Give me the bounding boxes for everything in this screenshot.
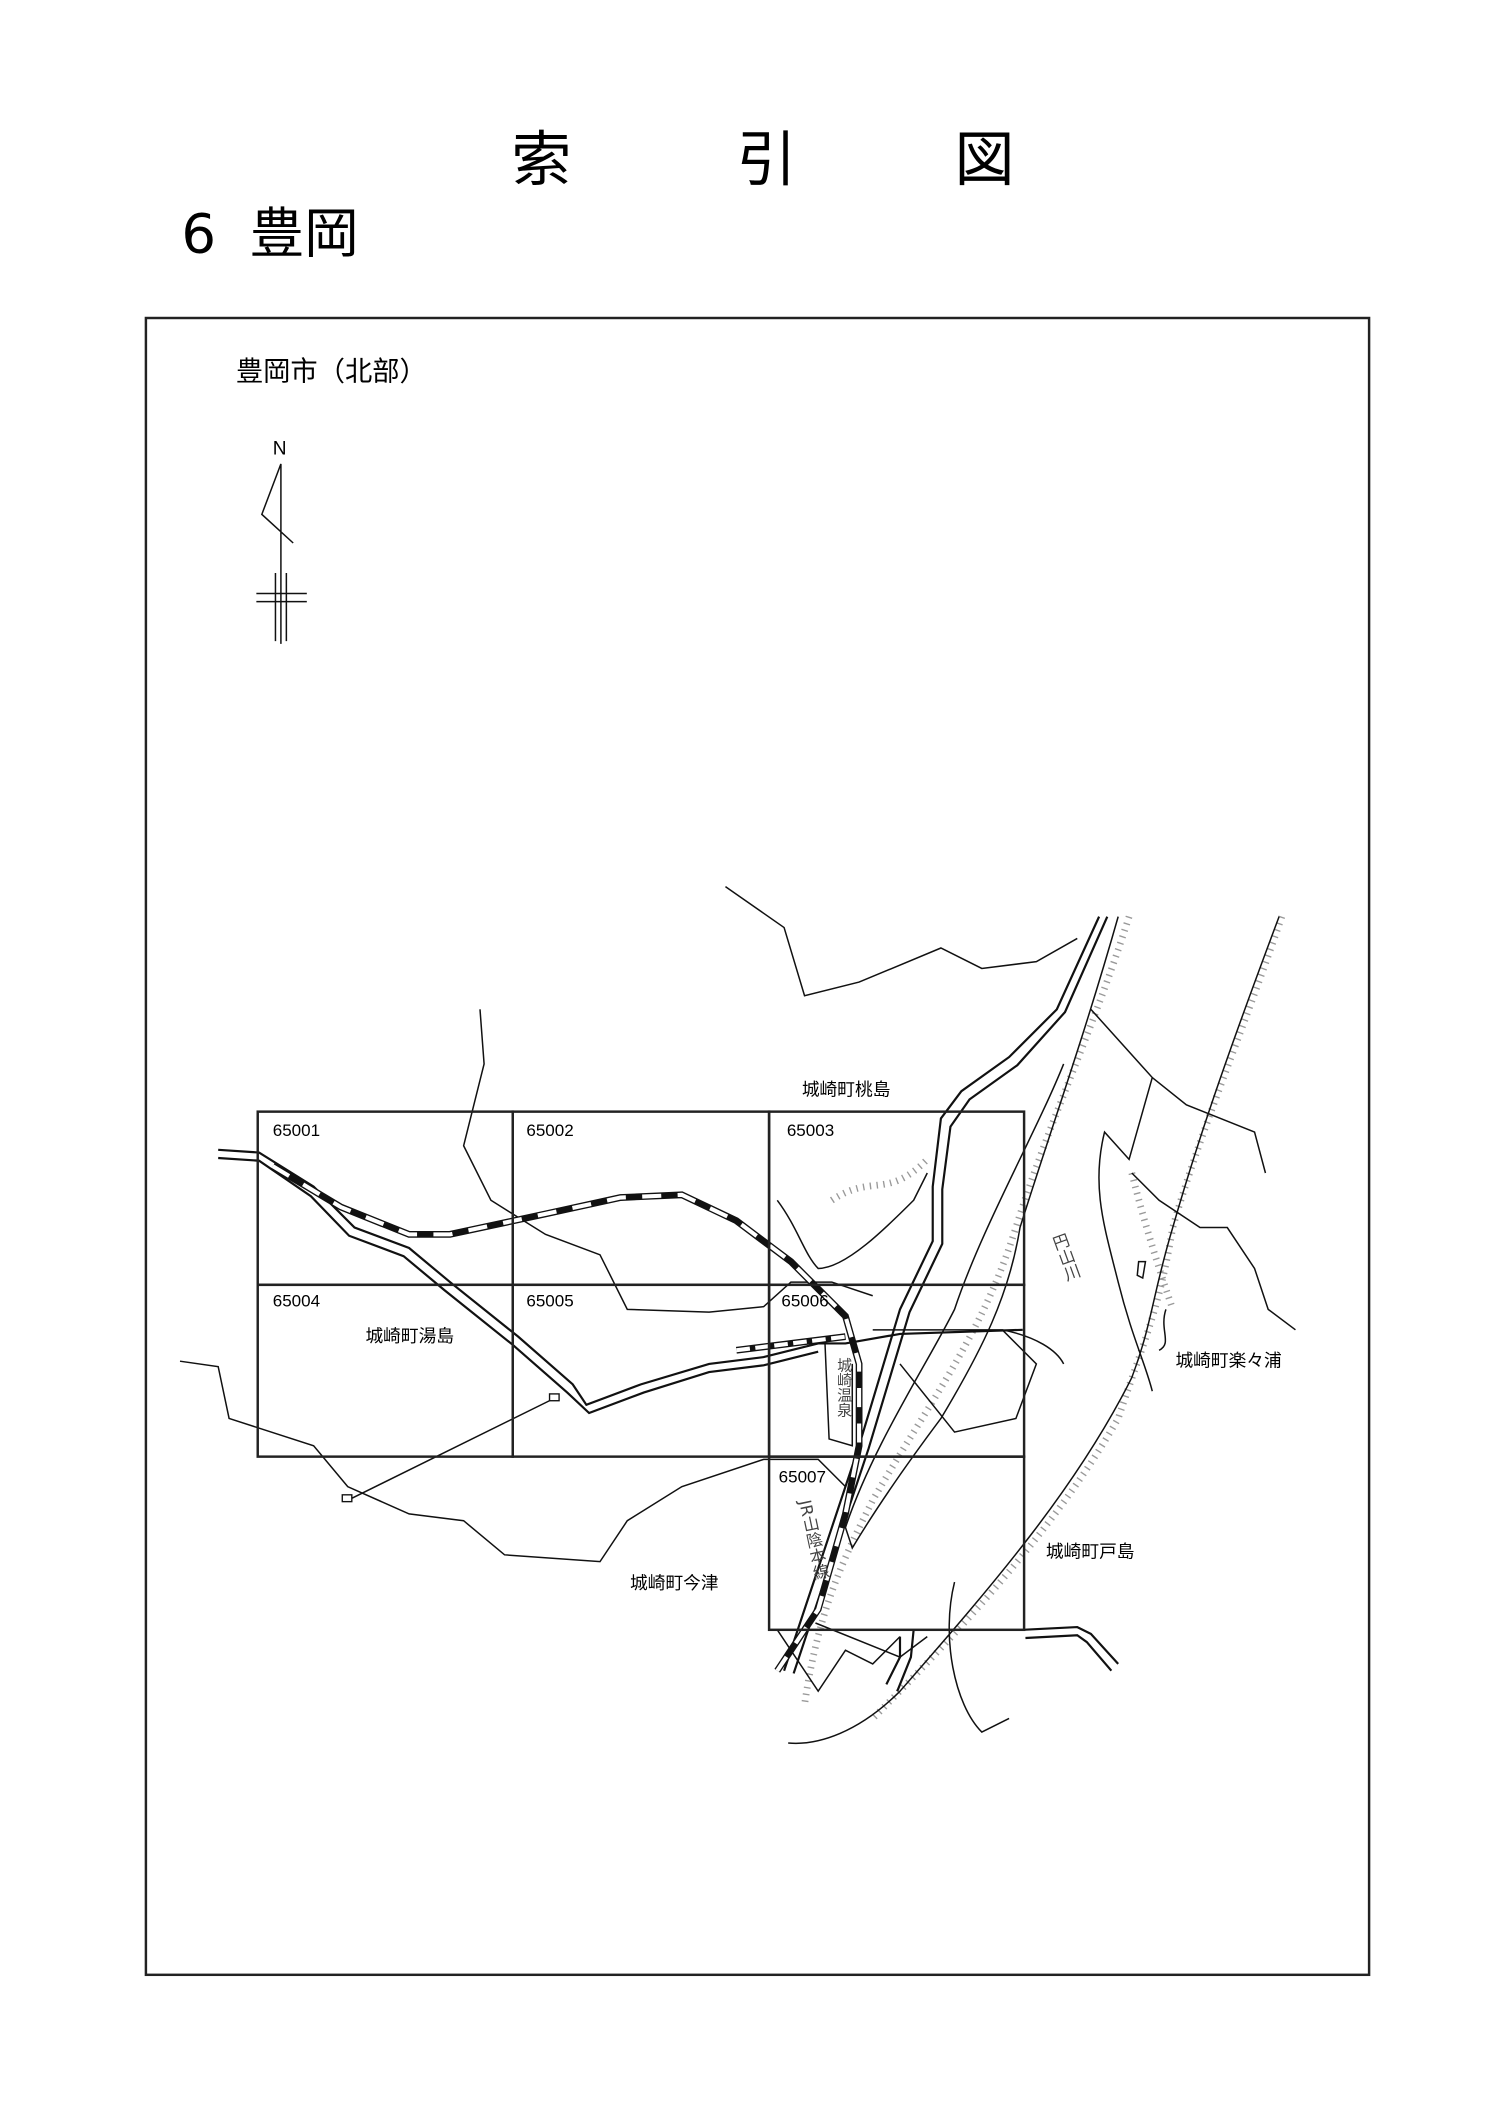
sheet-id: 65007 bbox=[779, 1468, 826, 1487]
sheet-id: 65003 bbox=[787, 1121, 834, 1140]
map-frame bbox=[144, 316, 1371, 1977]
shorelines bbox=[179, 886, 1296, 1745]
area-label: 豊岡市（北部） bbox=[236, 357, 427, 388]
place-onsen: 城崎温泉 bbox=[835, 1357, 853, 1417]
sheet-id: 65004 bbox=[273, 1292, 320, 1311]
railway-label: JR山陰本線 bbox=[795, 1497, 831, 1582]
page-title: 索 引 図 bbox=[511, 125, 1014, 195]
place-yushima: 城崎町湯島 bbox=[365, 1326, 454, 1347]
place-imazu: 城崎町今津 bbox=[630, 1573, 719, 1594]
sheet-grid bbox=[256, 1110, 1026, 1632]
sheet-65007[interactable] bbox=[767, 1455, 1026, 1632]
railway-lines bbox=[270, 1163, 863, 1673]
north-label: N bbox=[273, 438, 287, 459]
sheet-id: 65001 bbox=[273, 1121, 320, 1140]
sheet-id: 65005 bbox=[526, 1292, 573, 1311]
title-char: 図 bbox=[955, 125, 1015, 195]
section-number: 6 bbox=[181, 202, 216, 266]
river-banks bbox=[801, 915, 1286, 1721]
sheet-id: 65006 bbox=[781, 1292, 828, 1311]
river-label: 円山川 bbox=[1048, 1231, 1083, 1284]
section-name: 豊岡 bbox=[250, 202, 359, 266]
sheet-id: 65002 bbox=[526, 1121, 573, 1140]
title-char: 索 bbox=[511, 125, 571, 195]
place-momoshima: 城崎町桃島 bbox=[802, 1079, 891, 1100]
north-arrow-icon: N bbox=[256, 438, 307, 644]
place-toshima: 城崎町戸島 bbox=[1046, 1542, 1135, 1563]
place-raraura: 城崎町楽々浦 bbox=[1175, 1351, 1281, 1372]
title-char: 引 bbox=[736, 125, 796, 195]
